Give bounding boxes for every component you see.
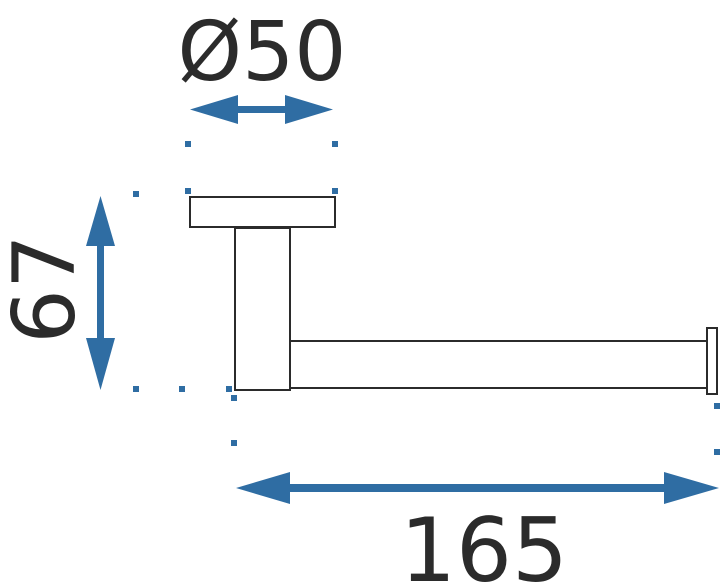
diameter-arrow — [190, 95, 333, 124]
height-label: 67 — [0, 234, 95, 343]
marker-dot — [714, 403, 720, 409]
horizontal-arm — [289, 340, 708, 389]
end-cap — [706, 327, 718, 395]
marker-dot — [231, 395, 237, 401]
marker-dot — [231, 440, 237, 446]
diameter-label: Ø50 — [178, 5, 347, 100]
marker-dot — [133, 191, 139, 197]
marker-dot — [226, 386, 232, 392]
marker-dot — [332, 188, 338, 194]
marker-dot — [332, 141, 338, 147]
vertical-stem — [234, 227, 291, 391]
length-arrow — [236, 472, 719, 504]
wall-plate — [189, 196, 336, 228]
height-arrow — [86, 196, 115, 390]
length-label: 165 — [400, 499, 568, 588]
marker-dot — [133, 386, 139, 392]
marker-dot — [179, 386, 185, 392]
extension-markers — [133, 141, 720, 455]
marker-dot — [714, 449, 720, 455]
marker-dot — [185, 141, 191, 147]
holder-outline — [189, 196, 718, 395]
marker-dot — [185, 188, 191, 194]
